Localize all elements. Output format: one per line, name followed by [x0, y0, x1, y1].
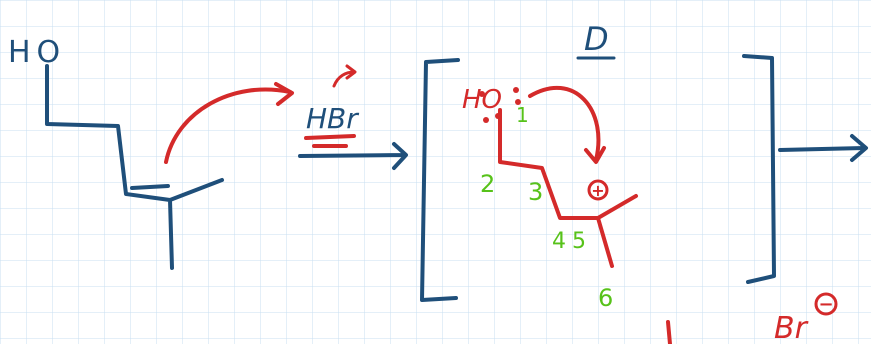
reagent-underline — [304, 134, 356, 148]
step-label: D — [584, 20, 609, 58]
intermediate-skeleton — [498, 108, 638, 268]
curved-arrow-hbr-bond — [332, 70, 356, 88]
carbon-number-4: 4 — [552, 229, 566, 254]
lone-pair-dot — [479, 91, 485, 97]
bracket-left — [420, 58, 460, 302]
lone-pair-dot — [513, 87, 519, 93]
carbocation-charge-circle — [587, 179, 609, 201]
carbon-number-5: 5 — [572, 229, 586, 254]
curved-arrow-oxygen-to-carbocation-head — [584, 146, 606, 164]
carbon-number-1: 1 — [516, 103, 529, 127]
curved-arrow-oxygen-to-carbocation — [528, 85, 601, 162]
reaction-arrow-1 — [298, 142, 408, 170]
counter-ion-label: Br — [774, 311, 809, 344]
curved-arrow-alkene-to-hbr — [164, 87, 292, 164]
reactant-double-bond — [130, 184, 170, 190]
reactant-skeleton — [45, 64, 224, 270]
bracket-right — [742, 54, 776, 284]
reagent-label: HBr — [306, 102, 359, 135]
reaction-arrow-2 — [778, 134, 868, 162]
lone-pair-dot — [515, 99, 521, 105]
counter-ion-charge-sign: − — [818, 294, 833, 315]
carbon-number-2: 2 — [480, 170, 495, 198]
curved-arrow-alkene-to-hbr-head — [274, 82, 294, 106]
carbon-number-3: 3 — [528, 178, 543, 206]
reactant-hydroxyl-label: HO — [8, 35, 66, 70]
partial-stroke — [666, 320, 672, 344]
carbon-number-6: 6 — [598, 284, 613, 312]
counter-ion-charge-circle — [814, 292, 838, 316]
carbocation-charge-sign: + — [591, 181, 604, 200]
curved-arrow-hbr-bond-head — [345, 64, 357, 80]
lone-pair-dot — [483, 117, 489, 123]
intermediate-hydroxyl-label: HO — [462, 85, 502, 115]
